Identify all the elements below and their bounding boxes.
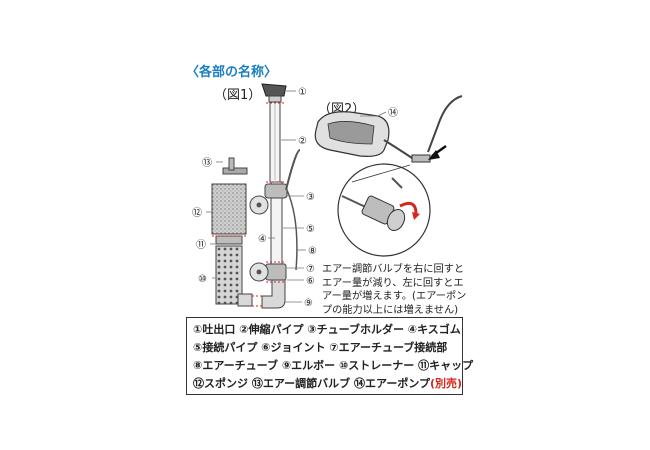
air-valve-fig2	[411, 154, 431, 163]
extension-pipe	[269, 101, 281, 183]
suction-cup-top	[249, 195, 269, 215]
tube-holder	[264, 183, 288, 199]
sponge	[211, 183, 247, 235]
elbow	[261, 279, 286, 309]
callout-4: ④	[258, 234, 267, 245]
legend-line-3: ⑧エアーチューブ ⑨エルボー ⑩ストレーナー ⑪キャップ	[193, 359, 474, 372]
callout-10: ⑩	[198, 274, 207, 285]
callout-5: ⑤	[306, 224, 315, 235]
sold-separately-label: (別売)	[430, 377, 463, 390]
valve-detail-circle	[337, 163, 431, 257]
pump-tube	[383, 95, 463, 159]
callout-7: ⑦	[306, 264, 315, 275]
curved-arrow-head	[412, 212, 420, 220]
callout-11: ⑪	[196, 239, 206, 251]
section-title: 〈各部の名称〉	[186, 65, 278, 80]
assembly-lines	[212, 102, 284, 307]
figure1-label: （図1）	[214, 88, 262, 103]
callout-13: ⑬	[202, 157, 212, 169]
air-adjust-valve-small	[222, 157, 248, 175]
air-tube	[285, 149, 301, 271]
callout-8: ⑧	[308, 246, 317, 257]
callout-2: ②	[298, 136, 307, 147]
outlet-nozzle	[261, 83, 287, 103]
joint	[265, 263, 287, 281]
legend-line-2: ⑤接続パイプ ⑥ジョイント ⑦エアーチューブ接続部	[193, 341, 448, 354]
legend-line-1: ①吐出口 ②伸縮パイプ ③チューブホルダー ④キスゴム	[193, 323, 461, 336]
suction-cup-bottom	[249, 262, 269, 282]
parts-legend: ①吐出口 ②伸縮パイプ ③チューブホルダー ④キスゴム ⑤接続パイプ ⑥ジョイン…	[186, 317, 474, 395]
black-arrow-icon	[428, 144, 447, 160]
callout-12: ⑫	[192, 207, 202, 219]
callout-9: ⑨	[304, 298, 313, 309]
air-pump	[314, 111, 390, 157]
curved-arrow-icon	[399, 201, 418, 215]
callout-3: ③	[306, 192, 315, 203]
cap	[215, 235, 243, 245]
callout-6: ⑥	[306, 276, 315, 287]
legend-line-4-main: ⑫スポンジ ⑬エアー調節バルブ ⑭エアーポンプ	[193, 377, 431, 390]
valve-instruction-note: エアー調節バルブを右に回すとエアー量が減り、左に回すとエアー量が増えます。(エア…	[322, 264, 467, 316]
callout-1: ①	[298, 87, 307, 98]
callout-14: ⑭	[388, 107, 398, 119]
strainer	[215, 245, 253, 307]
legend-line-4: ⑫スポンジ ⑬エアー調節バルブ ⑭エアーポンプ(別売)	[193, 375, 462, 393]
